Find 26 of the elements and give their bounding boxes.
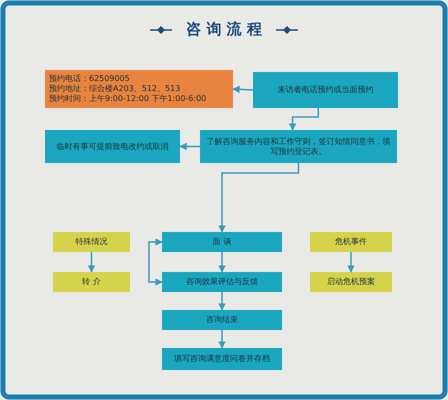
process-box: 咨询结束: [162, 310, 282, 330]
arrow: [179, 142, 200, 150]
side-box: 转 介: [53, 272, 130, 292]
arrow: [232, 86, 254, 94]
arrow: [218, 292, 226, 311]
arrow: [218, 252, 226, 273]
process-box: 来访者电话预约或当面预约: [253, 72, 398, 108]
info-box: [45, 70, 233, 108]
side-box: 危机事件: [310, 232, 392, 252]
side-box: 特殊情况: [53, 232, 130, 252]
process-box: 了解咨询服务内容和工作守则，签订知情同意书，填写预约登记表。: [200, 130, 397, 163]
title: 咨 询 流 程: [186, 20, 262, 39]
arrow: [88, 252, 96, 273]
info-line: 预约时间：上午9:00-12:00 下午1:00-6:00: [49, 94, 206, 104]
process-box: 临时有事可提前致电改约或取消: [45, 130, 180, 163]
arrow: [288, 108, 319, 131]
arrow: [218, 163, 300, 233]
side-box: 启动危机预案: [310, 272, 392, 292]
arrow: [218, 330, 226, 349]
arrow: [347, 252, 355, 273]
process-box: 咨询效果评估与反馈: [162, 272, 282, 292]
process-box: 填写咨询满意度问卷并存档: [162, 348, 282, 370]
info-line: 预约地址：综合楼A203、512、513: [49, 84, 180, 94]
process-box: 面 谈: [162, 232, 282, 252]
info-line: 预约电话：62509005: [49, 74, 130, 84]
arrow: [148, 238, 163, 286]
